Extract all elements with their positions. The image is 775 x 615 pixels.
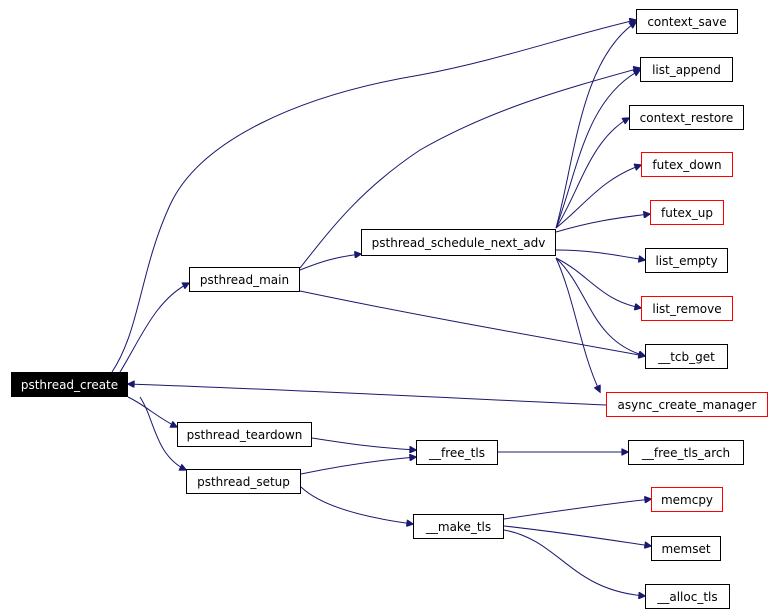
node-free-tls-arch[interactable]: __free_tls_arch <box>628 440 744 465</box>
edge-pthread-main-to-tcb-get <box>299 290 645 356</box>
edge-schedule-next-to-futex-down <box>555 165 641 229</box>
node-pthread-create: psthread_create <box>11 372 128 397</box>
node-memcpy[interactable]: memcpy <box>651 487 723 512</box>
node-futex-down[interactable]: futex_down <box>641 152 733 177</box>
edge-schedule-next-to-context-save <box>555 22 636 229</box>
node-alloc-tls[interactable]: __alloc_tls <box>645 584 730 609</box>
node-pthread-main[interactable]: psthread_main <box>189 267 300 292</box>
node-list-append[interactable]: list_append <box>640 57 733 82</box>
edge-pthread-setup-to-make-tls <box>300 486 413 524</box>
edge-make-tls-to-memcpy <box>503 499 651 520</box>
node-list-remove[interactable]: list_remove <box>641 296 733 321</box>
edge-pthread-setup-to-free-tls <box>300 457 416 475</box>
node-make-tls[interactable]: __make_tls <box>413 514 504 539</box>
node-context-save[interactable]: context_save <box>636 9 738 34</box>
edge-schedule-next-to-context-restore <box>555 118 629 229</box>
node-async-create-manager[interactable]: async_create_manager <box>606 392 768 417</box>
edge-make-tls-to-memset <box>503 525 651 546</box>
edge-pthread-teardown-to-free-tls <box>311 437 416 450</box>
node-futex-up[interactable]: futex_up <box>650 200 724 225</box>
node-pthread-teardown[interactable]: psthread_teardown <box>177 422 312 447</box>
edge-pthread-create-to-context-save <box>111 20 636 373</box>
edge-schedule-next-to-list-empty <box>555 249 645 260</box>
edge-pthread-create-to-pthread-main <box>119 283 189 373</box>
edge-schedule-next-to-futex-up <box>555 214 650 233</box>
edge-pthread-main-to-schedule-next <box>299 254 361 271</box>
node-pthread-schedule-next-adv[interactable]: psthread_schedule_next_adv <box>361 229 556 256</box>
edge-pthread-create-to-pthread-setup <box>139 396 186 470</box>
node-pthread-setup[interactable]: psthread_setup <box>186 469 301 494</box>
edge-schedule-next-to-list-append <box>555 70 640 229</box>
edge-pthread-create-to-pthread-teardown <box>127 396 177 427</box>
edge-schedule-next-to-tcb-get <box>555 257 645 356</box>
edge-pthread-main-to-list-append <box>299 68 640 269</box>
node-tcb-get[interactable]: __tcb_get <box>645 344 728 369</box>
edge-schedule-next-to-async-manager <box>555 257 600 392</box>
edge-make-tls-to-alloc-tls <box>503 529 645 596</box>
edge-schedule-next-to-list-remove <box>555 257 641 308</box>
edge-async-manager-to-pthread-create <box>128 384 607 406</box>
node-context-restore[interactable]: context_restore <box>629 105 744 130</box>
node-free-tls[interactable]: __free_tls <box>416 440 498 465</box>
node-memset[interactable]: memset <box>651 536 721 561</box>
node-list-empty[interactable]: list_empty <box>645 248 728 273</box>
